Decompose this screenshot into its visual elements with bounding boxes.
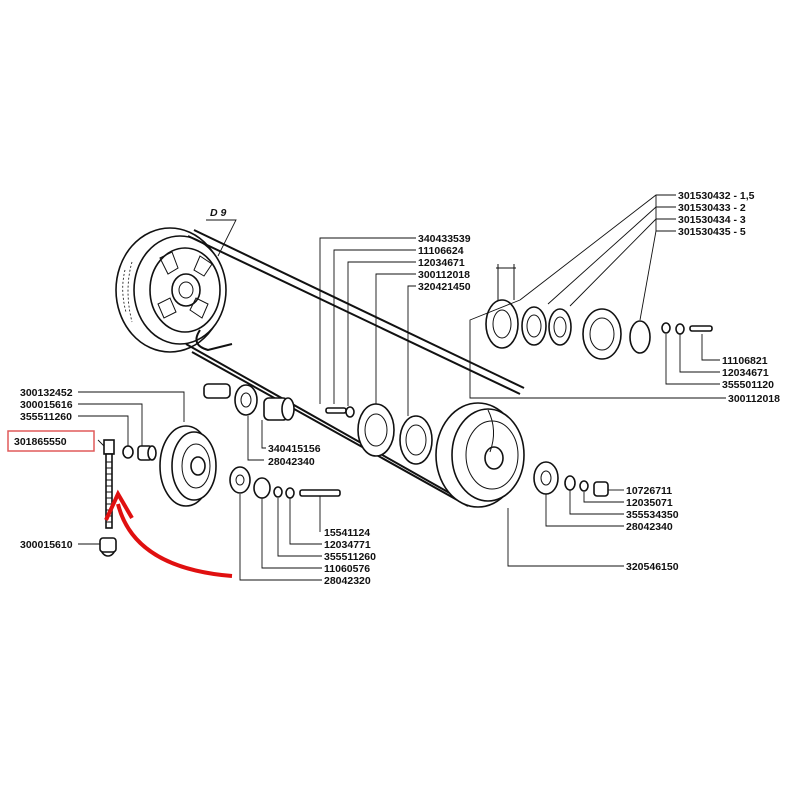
- part-label: 340415156: [268, 443, 321, 455]
- right-lower-parts: [533, 461, 609, 497]
- part-label: 28042320: [324, 575, 371, 587]
- drive-belt: [185, 229, 525, 507]
- part-label: 355511260: [20, 411, 72, 423]
- part-label: 10726711: [626, 485, 672, 497]
- red-arrow: [104, 489, 233, 578]
- top-right-shims: [485, 264, 713, 360]
- part-label: 301530434 - 3: [678, 214, 746, 226]
- small-left-pulley: [159, 425, 217, 507]
- leader-lines: [78, 194, 726, 581]
- part-label: 12035071: [626, 497, 673, 509]
- part-label: 301530433 - 2: [678, 202, 746, 214]
- part-label: 28042340: [626, 521, 673, 533]
- part-label: 340433539: [418, 233, 471, 245]
- highlighted-part-label: 301865550: [14, 436, 67, 448]
- part-label: 300132452: [20, 387, 73, 399]
- part-label: 11106821: [722, 355, 768, 367]
- part-label: 355534350: [626, 509, 679, 521]
- highlight-box: [7, 430, 95, 452]
- part-label: 11106624: [418, 245, 464, 257]
- part-label: 11060576: [324, 563, 370, 575]
- large-upper-pulley: [115, 227, 227, 353]
- part-label: 300015610: [20, 539, 73, 551]
- part-label: 12034671: [418, 257, 465, 269]
- part-label: 28042340: [268, 456, 315, 468]
- part-label: 300112018: [418, 269, 470, 281]
- part-label: 320546150: [626, 561, 679, 573]
- pulley-label: D 9: [210, 207, 227, 219]
- part-label: 301530432 - 1,5: [678, 190, 755, 202]
- part-label: 355501120: [722, 379, 774, 391]
- center-bushings: [203, 383, 295, 421]
- left-small-parts: [99, 439, 157, 557]
- part-label: 12034771: [324, 539, 371, 551]
- part-label: 301530435 - 5: [678, 226, 746, 238]
- part-label: 320421450: [418, 281, 471, 293]
- part-label: 300015616: [20, 399, 73, 411]
- part-label: 300112018: [728, 393, 780, 405]
- upper-center-parts: [325, 403, 433, 465]
- part-label: 15541124: [324, 527, 370, 539]
- large-lower-pulley: [435, 402, 525, 508]
- part-label: 355511260: [324, 551, 376, 563]
- lower-center-parts: [229, 466, 341, 499]
- part-label: 12034671: [722, 367, 769, 379]
